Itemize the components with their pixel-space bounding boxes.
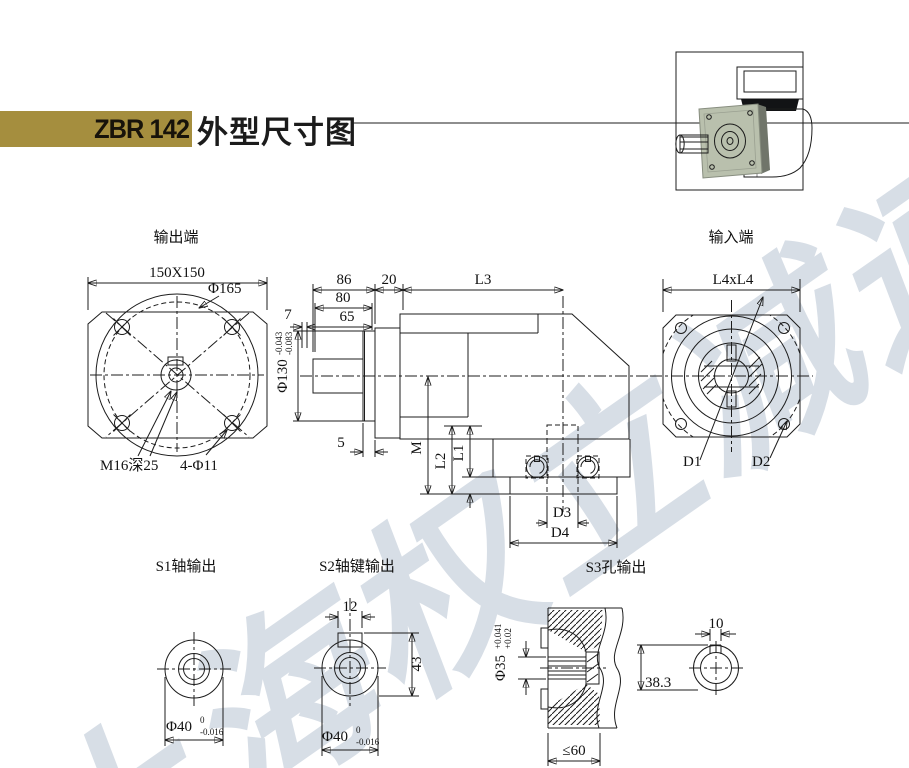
svg-text:-0.083: -0.083 [284, 331, 294, 355]
page-title: 外型尺寸图 [197, 115, 357, 150]
side-view: 86 20 L3 80 7 65 Φ130 -0.043 -0.083 [274, 272, 648, 548]
photo-input-flange [736, 66, 804, 100]
s3-label: S3孔输出 [586, 559, 647, 576]
s1-label: S1轴输出 [156, 558, 217, 575]
s3-dim-max60: ≤60 [562, 743, 585, 759]
s2-dim-43: 43 [409, 657, 425, 672]
dim-86: 86 [337, 272, 353, 288]
dim-phi130: Φ130 -0.043 -0.083 [274, 331, 294, 392]
s3-dim-phi35: Φ35 +0.041 +0.02 [493, 624, 513, 681]
dim-L4xL4: L4xL4 [713, 272, 754, 288]
output-flange-plate [374, 327, 401, 439]
dim-80: 80 [336, 290, 351, 306]
gearbox-body [399, 313, 630, 440]
dim-L3: L3 [475, 272, 492, 288]
s3-view: S3孔输出 [493, 559, 744, 766]
dim-5: 5 [337, 435, 345, 451]
output-end-view: 输出端 150X150 Φ165 M16深25 [87, 229, 268, 474]
s2-tol-upper: 0 [356, 725, 361, 735]
svg-text:-0.043: -0.043 [274, 331, 284, 355]
mount-screws [525, 455, 600, 479]
s1-tol-lower: -0.016 [200, 727, 224, 737]
dim-D4: D4 [551, 525, 570, 541]
s1-dim-phi40: Φ40 [166, 719, 192, 735]
input-end-label: 输入端 [708, 229, 753, 246]
dim-4phi11: 4-Φ11 [180, 458, 218, 474]
dim-phi165: Φ165 [208, 281, 241, 297]
s2-dim-12: 12 [343, 599, 358, 615]
product-photo [675, 51, 813, 191]
photo-front-flange [698, 103, 763, 179]
svg-text:+0.02: +0.02 [503, 628, 513, 649]
dim-L2: L2 [433, 453, 449, 470]
s2-label: S2轴键输出 [319, 558, 395, 575]
dim-L1: L1 [451, 445, 467, 462]
photo-body [743, 108, 813, 178]
clamp-hatch [700, 356, 763, 395]
svg-text:+0.041: +0.041 [493, 624, 503, 649]
s1-tol-upper: 0 [200, 715, 205, 725]
svg-text:Φ35: Φ35 [493, 655, 509, 681]
dim-D3: D3 [553, 505, 571, 521]
s2-view: S2轴键输出 12 43 Φ40 0 -0.016 [314, 558, 425, 756]
model-label: ZBR 142 [94, 113, 190, 144]
input-end-view: 输入端 L4xL4 D1 [650, 229, 813, 470]
dim-M: M [409, 441, 425, 454]
dim-7: 7 [284, 307, 292, 323]
s2-tol-lower: -0.016 [356, 737, 380, 747]
svg-text:Φ130: Φ130 [275, 359, 291, 392]
dim-150x150: 150X150 [149, 265, 205, 281]
dim-D1: D1 [683, 454, 701, 470]
s3-dim-10: 10 [709, 616, 724, 632]
s3-dim-38-3: 38.3 [645, 675, 671, 691]
s2-dim-phi40: Φ40 [322, 729, 348, 745]
s1-view: S1轴输出 Φ40 0 -0.016 [156, 558, 231, 746]
output-end-label: 输出端 [153, 229, 198, 246]
dim-D2: D2 [752, 454, 770, 470]
dim-20: 20 [382, 272, 397, 288]
dim-m16: M16深25 [100, 457, 158, 474]
header-accent-bar: ZBR 142 [0, 111, 192, 147]
dim-65: 65 [340, 309, 355, 325]
input-mount [492, 439, 631, 495]
